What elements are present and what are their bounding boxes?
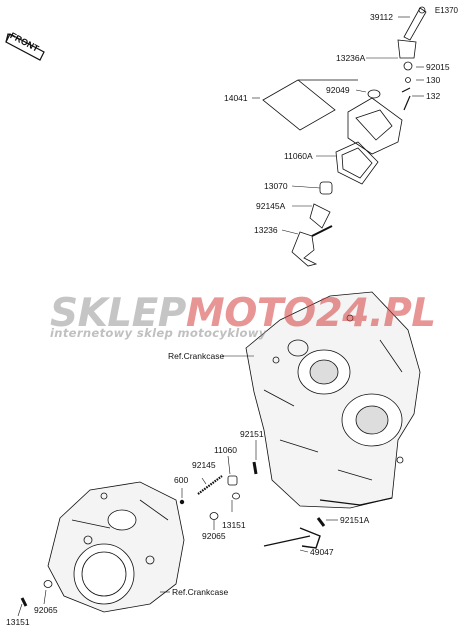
callout-13070: 13070 [264,181,288,191]
callout-49047: 49047 [310,547,334,557]
washer-92065b-part [43,580,53,588]
callout-11060a: 11060A [284,151,313,161]
crankcase-left-part [47,481,185,613]
ref-crankcase-label: Ref.Crankcase [172,587,229,597]
callout-11060: 11060 [214,445,238,455]
callout-92145: 92145 [192,460,216,470]
gasket-part [335,141,379,185]
callout-92049: 92049 [326,85,350,95]
callout-14041: 14041 [224,93,248,103]
spring-92145-part [197,475,223,495]
callout-13236a: 13236A [336,53,366,63]
callout-92065-lower: 92065 [34,605,58,615]
watermark-brand: SKLEPMOTO24.PL [50,291,436,336]
shift-fork-part [263,527,321,549]
callout-92151: 92151 [240,429,264,439]
figure-id: E1370 [434,6,458,15]
callout-13236: 13236 [254,225,278,235]
callout-39112: 39112 [370,12,394,22]
crankcase-right-part [245,291,421,509]
plug-13151-part [232,492,240,500]
bushing-part [319,181,333,195]
watermark-tagline: internetowy sklep motocyklowy [50,326,267,340]
shift-cover-part [347,97,403,155]
callout-13151: 13151 [222,520,246,530]
front-direction-arrow-icon [5,33,45,61]
bolt-part [401,87,411,111]
callout-130: 130 [426,75,441,85]
callout-600: 600 [174,475,189,485]
ref-crankcase-label: Ref.Crankcase [168,351,225,361]
leader-lines [17,16,424,617]
oil-seal-part [367,89,381,99]
callout-92145a: 92145A [256,201,286,211]
plug-part-92151 [252,461,258,475]
gasket-11060-part [227,475,238,486]
group-bracket [262,79,358,131]
callout-92065: 92065 [202,531,226,541]
ball-600-part [179,499,185,505]
washer-92065-part [209,512,219,520]
plug-92151a-part [316,517,326,527]
spring-part [309,203,331,229]
plug-13151b-part [20,597,28,607]
callout-92015: 92015 [426,62,450,72]
callout-13151-lower: 13151 [6,617,30,627]
shift-lever-part [397,6,427,83]
shift-shaft-part [291,231,318,267]
callout-132: 132 [426,91,441,101]
callout-92151a: 92151A [340,515,370,525]
